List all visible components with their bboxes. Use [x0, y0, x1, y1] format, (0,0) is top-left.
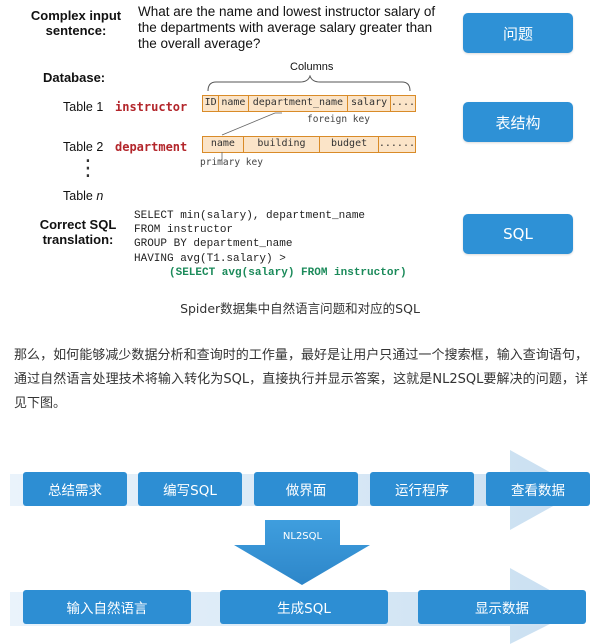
- primary-key-label: primary key: [200, 157, 263, 168]
- table-cell: salary: [348, 96, 391, 111]
- columns-brace: [207, 75, 411, 92]
- step-input-natural-language: 输入自然语言: [23, 590, 191, 624]
- table-n-label: Table n: [63, 189, 104, 203]
- step-build-ui: 做界面: [254, 472, 358, 506]
- complex-input-label: Complex input sentence:: [30, 8, 122, 38]
- table-cell: budget: [320, 137, 379, 152]
- foreign-key-label: foreign key: [307, 114, 370, 125]
- table2-columns: name building budget ......: [202, 136, 416, 153]
- foreign-key-line: [221, 112, 282, 136]
- step-summarize-requirements: 总结需求: [23, 472, 127, 506]
- table-cell: ID: [203, 96, 220, 111]
- table1-label: Table 1: [63, 100, 104, 114]
- vertical-ellipsis-icon: ⋮: [77, 156, 99, 181]
- table1-columns: ID name department_name salary ....: [202, 95, 416, 112]
- step-generate-sql: 生成SQL: [220, 590, 388, 624]
- table-cell: name: [219, 96, 249, 111]
- sql-translation-label: Correct SQL translation:: [39, 217, 117, 247]
- step-view-data: 查看数据: [486, 472, 590, 506]
- body-paragraph: 那么，如何能够减少数据分析和查询时的工作量，最好是让用户只通过一个搜索框，输入查…: [14, 348, 588, 411]
- nl2sql-label: NL2SQL: [282, 531, 323, 542]
- sql-button: SQL: [463, 214, 573, 254]
- table-cell: ....: [390, 97, 415, 108]
- table-cell: name: [203, 137, 244, 152]
- table-cell: department_name: [249, 96, 349, 111]
- figure-caption: Spider数据集中自然语言问题和对应的SQL: [180, 301, 420, 316]
- table2-label: Table 2: [63, 140, 104, 154]
- table1-name: instructor: [115, 100, 188, 114]
- primary-key-line: [221, 152, 223, 160]
- database-label: Database:: [43, 70, 106, 85]
- schema-button: 表结构: [463, 102, 573, 142]
- question-text: What are the name and lowest instructor …: [138, 4, 436, 51]
- table-cell: building: [244, 137, 321, 152]
- table2-name: department: [115, 140, 188, 154]
- step-write-sql: 编写SQL: [138, 472, 242, 506]
- question-button: 问题: [463, 13, 573, 53]
- table-cell: ......: [378, 138, 415, 149]
- columns-label: Columns: [290, 61, 334, 73]
- step-run-program: 运行程序: [370, 472, 474, 506]
- nl2sql-down-arrow: [234, 520, 370, 585]
- step-display-data: 显示数据: [418, 590, 586, 624]
